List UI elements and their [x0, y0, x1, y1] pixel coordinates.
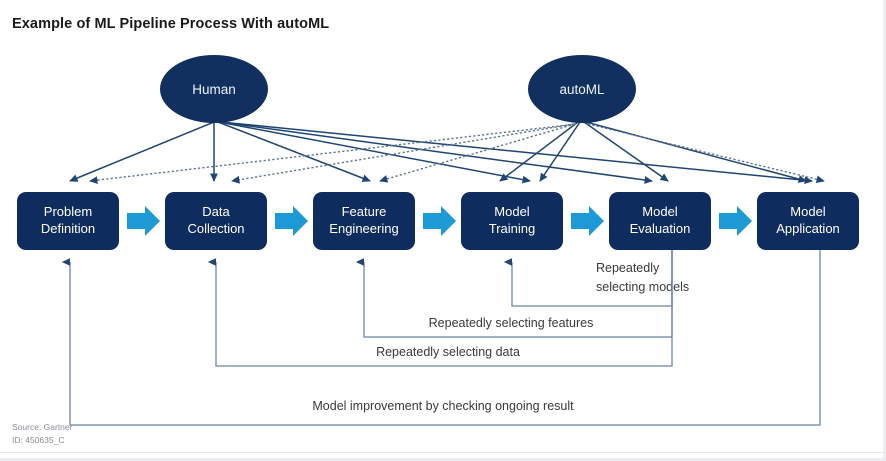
- automl-ellipse: [528, 55, 636, 123]
- loop-label-line1: Repeatedly selecting features: [429, 316, 594, 330]
- human-ellipse: [160, 55, 268, 123]
- source-id: ID: 450635_C: [12, 435, 65, 445]
- stage-label-line1: Feature: [342, 204, 387, 219]
- arrow-right-icon: [275, 206, 308, 236]
- loop-label-line2: selecting models: [596, 280, 689, 294]
- stage-box: [165, 192, 267, 250]
- stage-model-application[interactable]: Model Application: [757, 192, 859, 250]
- stage-label-line2: Engineering: [329, 221, 398, 236]
- stage-box: [461, 192, 563, 250]
- loop-path: [61, 250, 821, 426]
- automl-connections: [89, 121, 825, 184]
- stage-model-evaluation[interactable]: Model Evaluation: [609, 192, 711, 250]
- actor-automl[interactable]: autoML: [528, 55, 636, 123]
- stage-feature-engineering[interactable]: Feature Engineering: [313, 192, 415, 250]
- loop-label-line1: Repeatedly selecting data: [376, 345, 520, 359]
- arrow-right-icon: [571, 206, 604, 236]
- human-connections: [69, 121, 813, 185]
- stage-label-line2: Evaluation: [630, 221, 691, 236]
- arrow-right-icon: [423, 206, 456, 236]
- feedback-loop-data: Repeatedly selecting data: [207, 250, 673, 367]
- stage-label-line1: Model: [790, 204, 826, 219]
- footer-divider: [0, 452, 883, 453]
- human-label: Human: [192, 82, 236, 97]
- arrow-right-icon: [719, 206, 752, 236]
- stage-label-line1: Problem: [44, 204, 92, 219]
- loop-path: [503, 250, 673, 307]
- feedback-loop-model-improvement: Model improvement by checking ongoing re…: [61, 250, 821, 426]
- stage-box: [757, 192, 859, 250]
- stage-data-collection[interactable]: Data Collection: [165, 192, 267, 250]
- pipeline-connector-arrows: [127, 206, 752, 236]
- stage-label-line1: Model: [494, 204, 530, 219]
- loop-label-line1: Model improvement by checking ongoing re…: [312, 399, 574, 413]
- stage-label-line2: Collection: [187, 221, 244, 236]
- feedback-loop-models: Repeatedly selecting models: [503, 250, 689, 307]
- stage-box: [17, 192, 119, 250]
- automl-label: autoML: [559, 82, 605, 97]
- stage-label-line1: Model: [642, 204, 678, 219]
- stage-model-training[interactable]: Model Training: [461, 192, 563, 250]
- stage-box: [313, 192, 415, 250]
- loop-label-line1: Repeatedly: [596, 261, 660, 275]
- source-attribution: Source: Gartner: [12, 422, 73, 432]
- loop-path: [207, 250, 673, 367]
- stage-label-line1: Data: [202, 204, 230, 219]
- arrow-right-icon: [127, 206, 160, 236]
- stage-label-line2: Training: [489, 221, 535, 236]
- stage-problem-definition[interactable]: Problem Definition: [17, 192, 119, 250]
- stage-box: [609, 192, 711, 250]
- stage-label-line2: Definition: [41, 221, 95, 236]
- actor-human[interactable]: Human: [160, 55, 268, 123]
- stage-label-line2: Application: [776, 221, 840, 236]
- page-title: Example of ML Pipeline Process With auto…: [12, 16, 330, 32]
